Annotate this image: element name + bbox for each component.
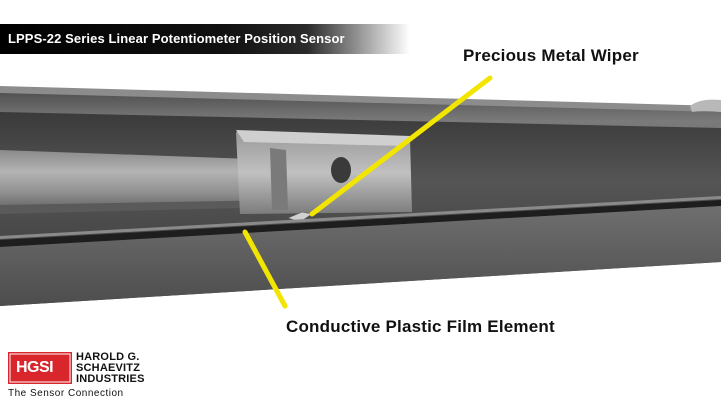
film-strip-highlight <box>0 196 721 239</box>
shaft-rod-shadow <box>0 200 280 214</box>
company-tagline: The Sensor Connection <box>8 388 124 399</box>
end-ring <box>690 99 721 112</box>
wiper-carrier-end <box>270 148 288 210</box>
wiper-callout-line <box>309 75 493 217</box>
logo-badge-text: HGSI <box>16 359 54 376</box>
housing-top-edge <box>0 86 721 112</box>
film-callout-line <box>242 229 288 309</box>
wiper-callout-label: Precious Metal Wiper <box>463 46 639 65</box>
film-callout-label: Conductive Plastic Film Element <box>286 317 555 336</box>
title-bar <box>0 24 410 54</box>
carrier-hole <box>331 157 351 183</box>
housing-lower-face <box>0 206 721 306</box>
title-text: LPPS-22 Series Linear Potentiometer Posi… <box>8 31 345 46</box>
company-name-line-1: HAROLD G. <box>76 351 140 363</box>
wiper-carrier-top <box>236 130 410 146</box>
hgsi-badge-icon <box>8 352 72 384</box>
company-name-line-3: INDUSTRIES <box>76 373 145 385</box>
company-logo: HGSI HAROLD G. SCHAEVITZ INDUSTRIES The … <box>8 350 158 404</box>
company-name-line-2: SCHAEVITZ <box>76 362 141 374</box>
shaft-rod <box>0 150 280 212</box>
film-strip <box>0 200 721 247</box>
